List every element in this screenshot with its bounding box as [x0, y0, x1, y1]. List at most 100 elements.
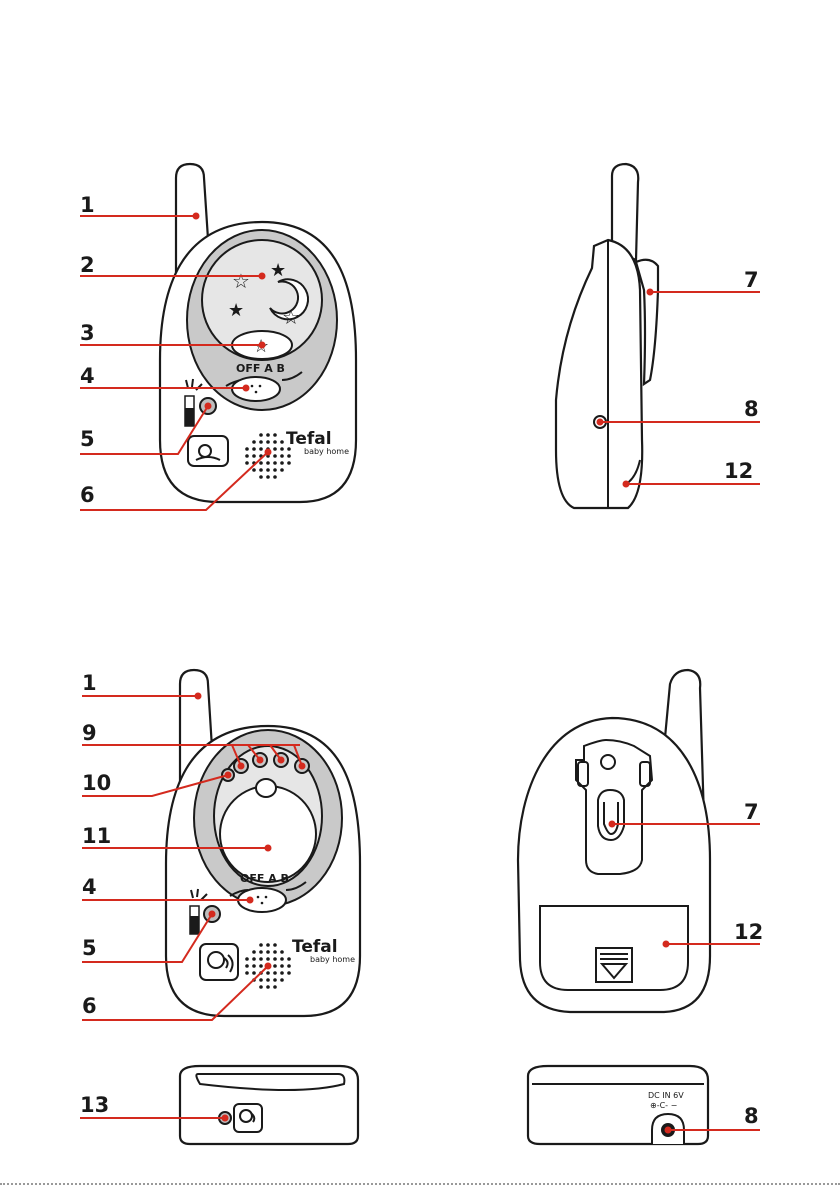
speaker-window: [220, 786, 316, 882]
brand-logo: Tefal: [292, 937, 338, 957]
grille-dot: [259, 950, 263, 954]
parent-unit-back: [518, 670, 710, 1012]
baby-symbol-icon: [188, 436, 228, 466]
grille-dot: [266, 468, 270, 472]
grille-dot: [280, 461, 284, 465]
grille-dot: [259, 978, 263, 982]
callout-4: 4: [82, 875, 97, 899]
grille-dot: [287, 971, 291, 975]
grille-dot: [273, 468, 277, 472]
grille-dot: [259, 964, 263, 968]
callout-5: 5: [82, 936, 97, 960]
grille-dot: [252, 950, 256, 954]
callout-12: 12: [724, 459, 753, 483]
grille-dot: [259, 985, 263, 989]
callout-8: 8: [744, 1104, 759, 1128]
brand-subtitle: baby home: [310, 955, 355, 964]
charging-base-back: DC IN 6V ⊕-C- −: [528, 1066, 708, 1144]
callout-2: 2: [80, 253, 95, 277]
grille-dot: [252, 447, 256, 451]
grille-dot: [287, 461, 291, 465]
grille-dot: [266, 440, 270, 444]
callout-1: 1: [80, 193, 95, 217]
hang-hole: [601, 755, 615, 769]
grille-dot: [245, 957, 249, 961]
grille-dot: [273, 475, 277, 479]
callout-4: 4: [80, 364, 95, 388]
switch-position-labels: OFF A B: [240, 872, 289, 885]
grille-dot: [252, 964, 256, 968]
grille-dot: [273, 433, 277, 437]
baby-unit-front: ☆ ★ ★ ☆ ☆ OFF A B Tefal baby home: [160, 164, 356, 502]
grille-dot: [266, 433, 270, 437]
grille-dot: [287, 957, 291, 961]
callout-6: 6: [82, 994, 97, 1018]
grille-dot: [245, 454, 249, 458]
grille-dot: [266, 985, 270, 989]
parent-symbol-icon: [234, 1104, 262, 1132]
grille-dot: [252, 440, 256, 444]
callout-13: 13: [80, 1093, 109, 1117]
grille-dot: [273, 454, 277, 458]
clip-tongue: [598, 790, 624, 840]
grille-dot: [259, 440, 263, 444]
grille-dot: [259, 943, 263, 947]
callout-10: 10: [82, 771, 111, 795]
grille-dot: [280, 964, 284, 968]
grille-dot: [259, 461, 263, 465]
grille-dot: [252, 468, 256, 472]
grille-dot: [273, 943, 277, 947]
grille-dot: [273, 978, 277, 982]
base-body: [180, 1066, 358, 1144]
grille-dot: [252, 957, 256, 961]
grille-dot: [266, 475, 270, 479]
grille-dot: [280, 440, 284, 444]
grille-dot: [259, 433, 263, 437]
baby-unit-side: [556, 164, 658, 508]
grille-dot: [287, 964, 291, 968]
callout-7: 7: [744, 800, 759, 824]
star-outline-icon: ☆: [282, 305, 300, 329]
grille-dot: [266, 943, 270, 947]
callout-11: 11: [82, 824, 111, 848]
callout-6: 6: [80, 483, 95, 507]
unit-body-side: [556, 240, 642, 508]
grille-dot: [273, 440, 277, 444]
grille-dot: [280, 468, 284, 472]
grille-dot: [280, 447, 284, 451]
grille-dot: [280, 971, 284, 975]
grille-dot: [273, 461, 277, 465]
grille-dot: [252, 971, 256, 975]
grille-dot: [280, 454, 284, 458]
grille-dot: [273, 971, 277, 975]
grille-dot: [266, 978, 270, 982]
grille-dot: [259, 475, 263, 479]
callout-5: 5: [80, 427, 95, 451]
star-filled-icon: ★: [228, 300, 244, 321]
grille-dot: [266, 461, 270, 465]
grille-dot: [245, 447, 249, 451]
grille-dot: [273, 964, 277, 968]
grille-dot: [273, 447, 277, 451]
grille-dot: [259, 447, 263, 451]
charging-base-front: [180, 1066, 358, 1144]
grille-dot: [245, 971, 249, 975]
parent-unit-front: OFF A B Tefal baby home: [166, 670, 360, 1016]
callout-3: 3: [80, 321, 95, 345]
grille-dot: [252, 454, 256, 458]
speaker-window-highlight: [256, 779, 276, 797]
page-bottom-rule: [0, 1183, 840, 1185]
grille-dot: [280, 978, 284, 982]
grille-dot: [245, 964, 249, 968]
brand-logo: Tefal: [286, 429, 332, 449]
dc-polarity-symbol: ⊕-C- −: [650, 1101, 677, 1110]
grille-dot: [273, 957, 277, 961]
grille-dot: [266, 950, 270, 954]
callout-9: 9: [82, 721, 97, 745]
grille-dot: [273, 985, 277, 989]
grille-dot: [280, 950, 284, 954]
brand-subtitle: baby home: [304, 447, 349, 456]
dc-input-label: DC IN 6V: [648, 1091, 684, 1100]
grille-dot: [280, 957, 284, 961]
